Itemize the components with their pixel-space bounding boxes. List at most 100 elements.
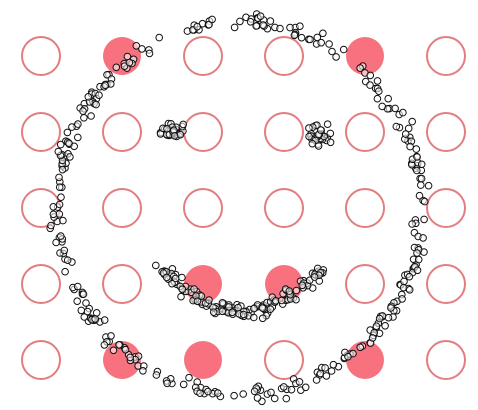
particle-162 <box>49 210 58 219</box>
particle-550 <box>310 273 319 281</box>
particle-334 <box>295 378 304 386</box>
grid-cell-r1-c0[interactable] <box>21 112 61 152</box>
particle-57 <box>417 181 425 189</box>
particle-237 <box>58 165 67 174</box>
particle-319 <box>68 123 76 131</box>
particle-284 <box>139 367 147 375</box>
particle-383 <box>323 120 332 128</box>
particle-201 <box>57 232 65 240</box>
particle-422 <box>178 273 186 282</box>
particle-119 <box>109 346 118 355</box>
particle-313 <box>413 266 422 275</box>
particle-283 <box>121 345 130 354</box>
grid-cell-r1-c5[interactable] <box>426 112 466 152</box>
particle-549 <box>228 308 237 317</box>
particle-497 <box>250 313 258 322</box>
particle-26 <box>179 380 188 389</box>
particle-154 <box>408 220 416 228</box>
particle-261 <box>55 173 63 182</box>
particle-178 <box>391 104 399 113</box>
particle-542 <box>285 287 294 295</box>
particle-181 <box>100 316 109 324</box>
grid-cell-r2-c2[interactable] <box>183 188 223 228</box>
particle-200 <box>55 183 64 191</box>
grid-cell-r4-c2-active[interactable] <box>184 341 222 379</box>
particle-326 <box>70 142 78 151</box>
particle-532 <box>239 310 248 319</box>
particle-105 <box>87 112 95 120</box>
grid-cell-r1-c1[interactable] <box>102 112 142 152</box>
particle-523 <box>234 303 242 312</box>
particle-103 <box>152 371 161 379</box>
particle-21 <box>321 364 329 372</box>
particle-182 <box>424 181 433 190</box>
particle-217 <box>301 383 310 392</box>
particle-300 <box>267 388 275 397</box>
grid-cell-r3-c4[interactable] <box>345 264 385 304</box>
particle-538 <box>298 281 307 290</box>
particle-73 <box>412 145 421 153</box>
particle-540 <box>225 303 233 311</box>
grid-cell-r4-c5[interactable] <box>426 340 466 380</box>
particle-321 <box>419 234 427 242</box>
particle-126 <box>384 94 393 103</box>
particle-165 <box>290 31 299 40</box>
particle-242 <box>259 21 267 29</box>
grid-cell-r0-c0[interactable] <box>21 36 61 76</box>
particle-214 <box>282 394 291 403</box>
particle-209 <box>79 290 88 299</box>
grid-cell-r4-c3[interactable] <box>264 340 304 380</box>
particle-322 <box>405 286 414 294</box>
particle-515 <box>168 279 176 288</box>
particle-136 <box>404 124 413 133</box>
particle-270 <box>356 64 364 72</box>
particle-274 <box>101 81 110 90</box>
grid-cell-r2-c3[interactable] <box>264 188 304 228</box>
particle-541 <box>193 297 202 306</box>
grid-cell-r4-c4-active[interactable] <box>346 341 384 379</box>
particle-263 <box>73 282 82 291</box>
grid-cell-r2-c4[interactable] <box>345 188 385 228</box>
particle-533 <box>162 273 171 282</box>
particle-544 <box>266 305 275 314</box>
particle-543 <box>277 296 286 305</box>
grid-cell-r1-c2[interactable] <box>183 112 223 152</box>
particle-308 <box>373 94 382 103</box>
grid-cell-r4-c0[interactable] <box>21 340 61 380</box>
particle-333 <box>80 114 88 122</box>
grid-cell-r0-c5[interactable] <box>426 36 466 76</box>
particle-45 <box>52 238 60 247</box>
particle-400 <box>317 126 325 134</box>
grid-cell-r2-c5[interactable] <box>426 188 466 228</box>
particle-262 <box>196 389 204 398</box>
particle-325 <box>59 216 67 225</box>
particle-113 <box>103 71 111 79</box>
particle-522 <box>190 285 198 293</box>
particle-506 <box>292 295 300 304</box>
grid-cell-r3-c1[interactable] <box>102 264 142 304</box>
grid-cell-r0-c2[interactable] <box>183 36 223 76</box>
particle-330 <box>60 246 69 255</box>
particle-251 <box>125 58 134 67</box>
particle-291 <box>252 22 261 30</box>
particle-311 <box>319 29 327 38</box>
grid-cell-r3-c5[interactable] <box>426 264 466 304</box>
particle-299 <box>417 160 426 169</box>
particle-547 <box>177 292 185 301</box>
particle-332 <box>74 120 82 128</box>
grid-cell-r0-c3[interactable] <box>264 36 304 76</box>
grid-cell-r3-c0[interactable] <box>21 264 61 304</box>
particle-318 <box>327 367 336 375</box>
particle-243 <box>420 215 428 224</box>
particle-208 <box>287 385 296 394</box>
particle-264 <box>54 147 63 156</box>
particle-338 <box>79 107 87 115</box>
particle-245 <box>230 391 238 400</box>
grid-cell-r1-c4[interactable] <box>345 112 385 152</box>
particle-234 <box>132 42 141 50</box>
particle-135 <box>414 255 423 264</box>
grid-cell-r2-c1[interactable] <box>102 188 142 228</box>
particle-170 <box>55 200 64 209</box>
grid-cell-r0-c4-active[interactable] <box>346 37 384 75</box>
grid-cell-r1-c3[interactable] <box>264 112 304 152</box>
